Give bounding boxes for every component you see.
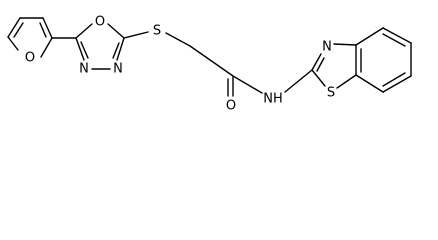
bond-furan-c2-o xyxy=(40,37,53,58)
bond-c2-s xyxy=(123,31,149,39)
bond-ch2-carbonyl xyxy=(189,45,234,77)
molecule-svg: O O N N S O NH xyxy=(7,15,412,114)
oxadiazole-ring: O N N xyxy=(75,15,125,77)
benzene-ring xyxy=(355,27,412,93)
amide-nh-label: NH xyxy=(263,92,283,107)
furan-ring: O xyxy=(7,17,53,66)
bond-oxd-c5-o xyxy=(75,23,93,39)
bond-oxd-c2-n3-double xyxy=(112,42,120,59)
oxadiazole-oxygen-label: O xyxy=(95,15,105,30)
bond-thz-s1-c2 xyxy=(311,69,326,87)
bond-thz-c7a-s1 xyxy=(336,74,357,89)
bond-oxd-c2-n3 xyxy=(116,37,125,61)
thioether-sulfur-label: S xyxy=(153,24,161,39)
bond-oxd-n4-c5 xyxy=(75,37,85,61)
bond-bz-c4-c5-double xyxy=(382,33,406,47)
oxadiazole-n3-label: N xyxy=(113,62,123,77)
bond-furan-c3-c2 xyxy=(42,17,53,39)
bond-thz-c2-n3 xyxy=(311,53,322,71)
bond-furan-o-c5 xyxy=(7,36,19,51)
bond-bz-c6-c7 xyxy=(382,75,412,93)
bond-oxd-n4-c5-double xyxy=(80,41,89,59)
bond-furan-c5-c4 xyxy=(7,17,21,38)
bond-nh-thiazole xyxy=(284,69,313,93)
carbonyl-oxygen-label: O xyxy=(226,99,236,114)
thiazole-sulfur-label: S xyxy=(327,86,335,101)
bond-furan-c5-c4-double xyxy=(13,22,24,38)
bond-bz-c7-c7a xyxy=(355,74,384,93)
bond-s-ch2 xyxy=(165,32,191,47)
thiazole-ring: N S xyxy=(311,40,357,101)
oxadiazole-n4-label: N xyxy=(79,62,89,77)
thiazole-nitrogen-label: N xyxy=(322,40,332,55)
bond-thz-c2-n3-double xyxy=(316,57,325,72)
bond-bz-c4-c5 xyxy=(382,27,412,44)
bond-carbonyl-nh xyxy=(232,75,263,94)
molecule-structure-diagram: O O N N S O NH xyxy=(7,15,412,114)
bond-bz-c3a-c4 xyxy=(355,27,384,46)
bond-furan-c3-c2-double xyxy=(39,22,47,38)
bond-bz-c6-c7-double xyxy=(382,72,406,87)
bond-thz-n3-c3a xyxy=(333,43,357,46)
furan-oxygen-label: O xyxy=(25,51,35,66)
bond-oxd-o-c2 xyxy=(107,23,125,39)
